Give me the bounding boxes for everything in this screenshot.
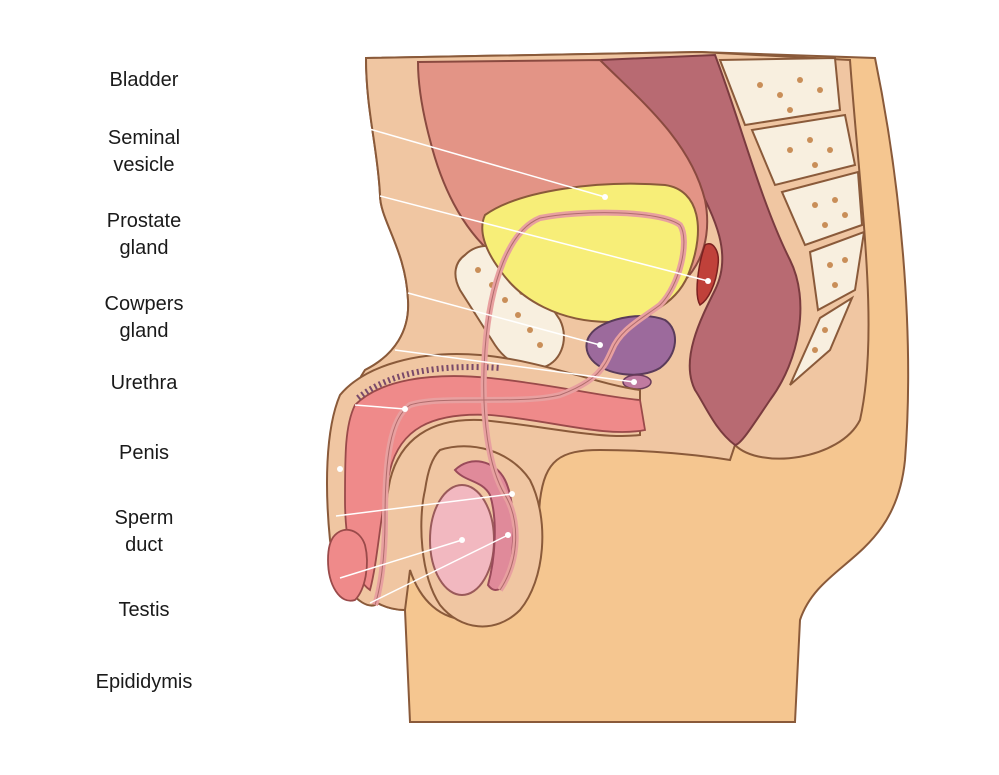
leader-dots <box>337 194 711 543</box>
glans <box>327 528 368 602</box>
spine-dots <box>757 77 848 353</box>
label-sperm-duct: Sperm duct <box>114 507 174 556</box>
label-bladder: Bladder <box>109 69 179 91</box>
label-cowpers-gland: Cowpers gland <box>104 293 184 342</box>
label-prostate-gland: Prostate gland <box>106 210 182 259</box>
label-penis: Penis <box>118 442 170 464</box>
sperm-duct-outline <box>374 212 685 606</box>
penis-stripe <box>356 364 501 401</box>
label-testis: Testis <box>118 599 170 621</box>
label-urethra: Urethra <box>110 372 178 394</box>
label-epididymis: Epididymis <box>95 671 193 693</box>
label-seminal-vesicle: Seminal vesicle <box>107 127 181 176</box>
spine <box>718 56 866 386</box>
leader-lines <box>335 127 709 604</box>
